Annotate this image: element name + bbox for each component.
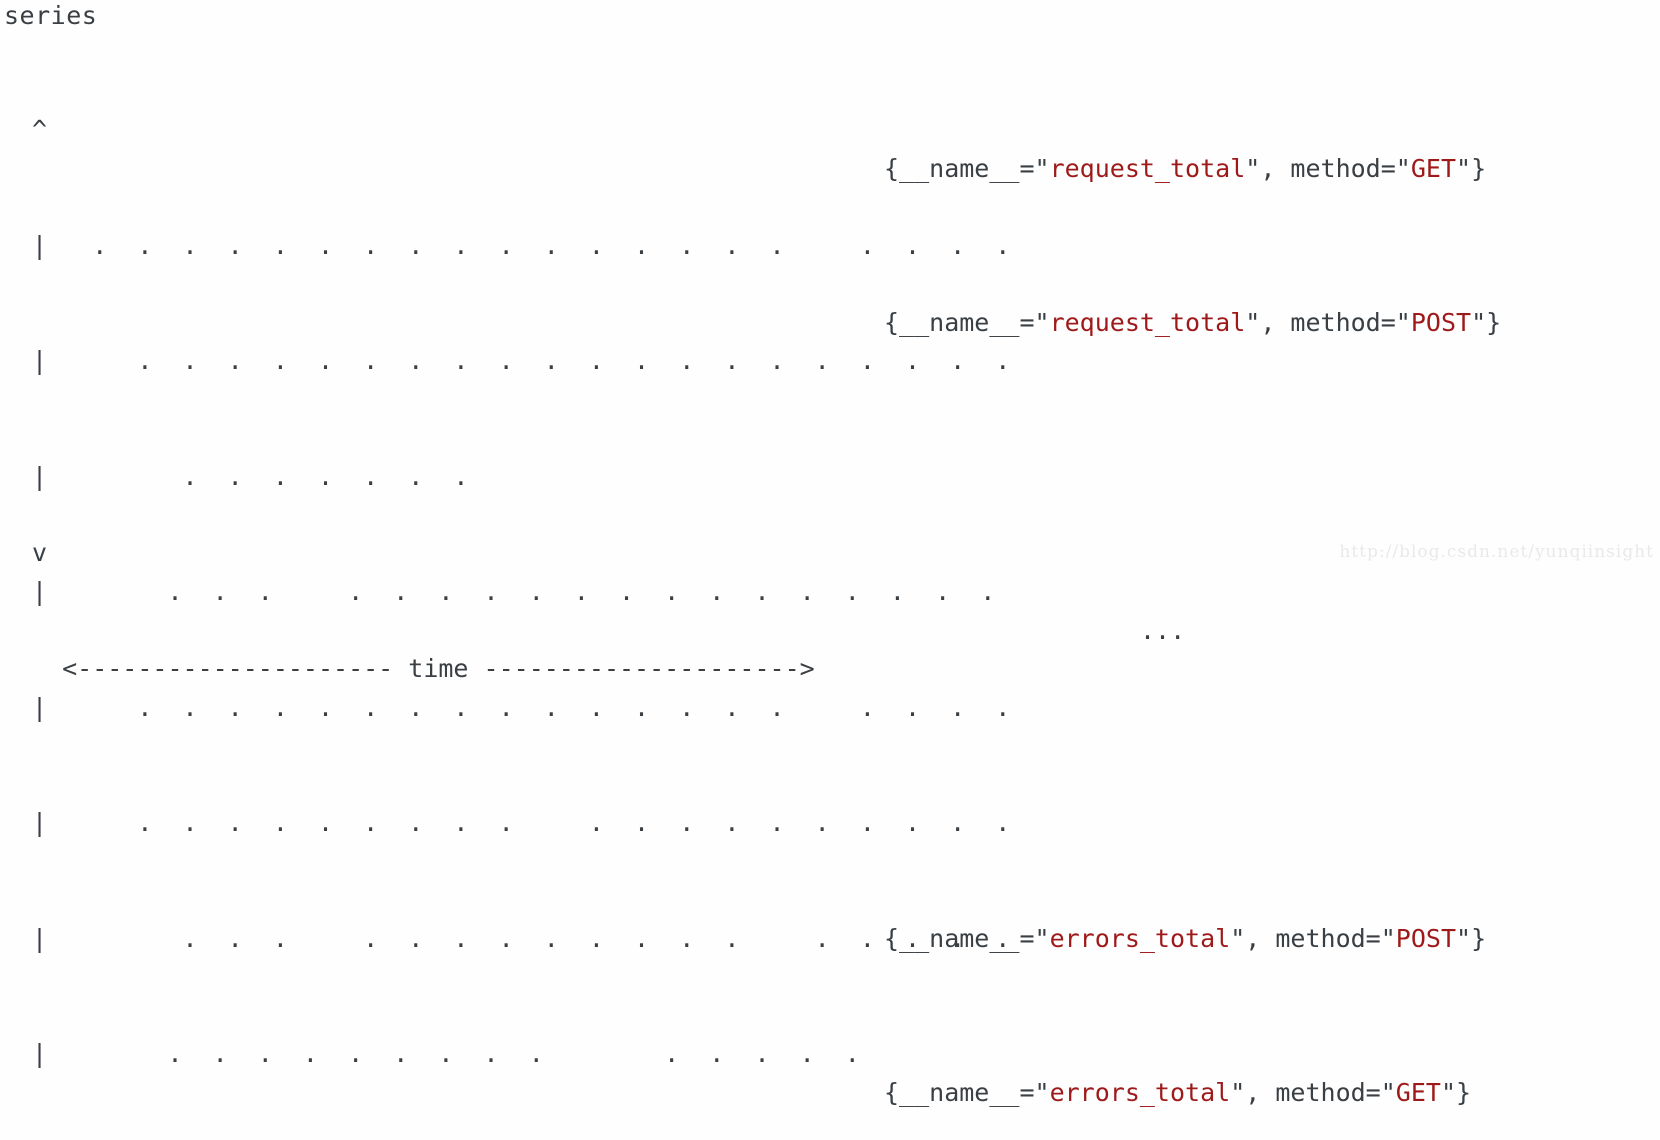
legend-metric-name: errors_total <box>1049 923 1231 953</box>
legend-item-errors-total-post: {__name__="errors_total", method="POST"} <box>884 920 1501 959</box>
quote-open: " <box>1034 153 1050 183</box>
x-axis-time-line: <--------------------- time ------------… <box>32 653 815 683</box>
quote-open: " <box>1395 307 1411 337</box>
quote-close: " <box>1245 307 1261 337</box>
y-axis-arrow-down: v <box>32 538 48 567</box>
legend-prefix: {__name__= <box>884 307 1035 337</box>
y-axis-title: series <box>4 1 98 30</box>
quote-open: " <box>1395 153 1411 183</box>
legend-suffix: } <box>1471 923 1487 953</box>
legend-metric-name: errors_total <box>1049 1077 1231 1107</box>
quote-close: " <box>1471 307 1487 337</box>
legend-spacer <box>884 766 1501 805</box>
quote-open: " <box>1034 923 1050 953</box>
legend-method-value: GET <box>1410 153 1456 183</box>
quote-open: " <box>1034 307 1050 337</box>
legend-method-value: GET <box>1395 1077 1441 1107</box>
legend-separator: , method= <box>1260 153 1396 183</box>
quote-open: " <box>1034 1077 1050 1107</box>
legend-metric-name: request_total <box>1049 153 1246 183</box>
quote-close: " <box>1230 923 1246 953</box>
legend-ellipsis-top: ... <box>1140 615 1186 645</box>
legend-prefix: {__name__= <box>884 1077 1035 1107</box>
legend-prefix: {__name__= <box>884 153 1035 183</box>
legend-prefix: {__name__= <box>884 923 1035 953</box>
plot-row: | . . . . . . . . . . . . . . . . . <box>32 923 1011 953</box>
legend-item-request-total-get: {__name__="request_total", method="GET"} <box>884 150 1501 189</box>
plot-row: | . . . . . . . . . . . . . . . . . . . <box>32 808 1011 837</box>
legend-item-errors-total-get: {__name__="errors_total", method="GET"} <box>884 1074 1501 1113</box>
legend-item-request-total-post: {__name__="request_total", method="POST"… <box>884 304 1501 343</box>
quote-open: " <box>1380 1077 1396 1107</box>
plot-row: | . . . . . . . <box>32 461 469 491</box>
legend-suffix: } <box>1471 153 1487 183</box>
quote-open: " <box>1380 923 1396 953</box>
legend-suffix: } <box>1486 307 1502 337</box>
legend-method-value: POST <box>1395 923 1457 953</box>
plot-row: | . . . . . . . . . . . . . . . . . . . … <box>32 346 1011 375</box>
legend-method-value: POST <box>1410 307 1472 337</box>
plot-row: | . . . . . . . . . . . . . . <box>32 1039 860 1068</box>
quote-close: " <box>1245 153 1261 183</box>
legend-spacer <box>884 458 1501 497</box>
legend-metric-name: request_total <box>1049 307 1246 337</box>
y-axis-arrow-up: ^ <box>32 115 48 144</box>
legend-suffix: } <box>1456 1077 1472 1107</box>
legend-separator: , method= <box>1245 923 1381 953</box>
legend-separator: , method= <box>1245 1077 1381 1107</box>
series-legend: {__name__="request_total", method="GET"}… <box>884 34 1501 1140</box>
quote-close: " <box>1230 1077 1246 1107</box>
legend-separator: , method= <box>1260 307 1396 337</box>
quote-close: " <box>1440 1077 1457 1107</box>
x-axis-group: v <--------------------- time ----------… <box>32 457 815 727</box>
plot-row: | . . . . . . . . . . . . . . . . . . . … <box>32 230 1011 260</box>
watermark: http://blog.csdn.net/yunqiinsight <box>1339 542 1654 562</box>
quote-close: " <box>1456 923 1472 953</box>
quote-close: " <box>1456 153 1472 183</box>
